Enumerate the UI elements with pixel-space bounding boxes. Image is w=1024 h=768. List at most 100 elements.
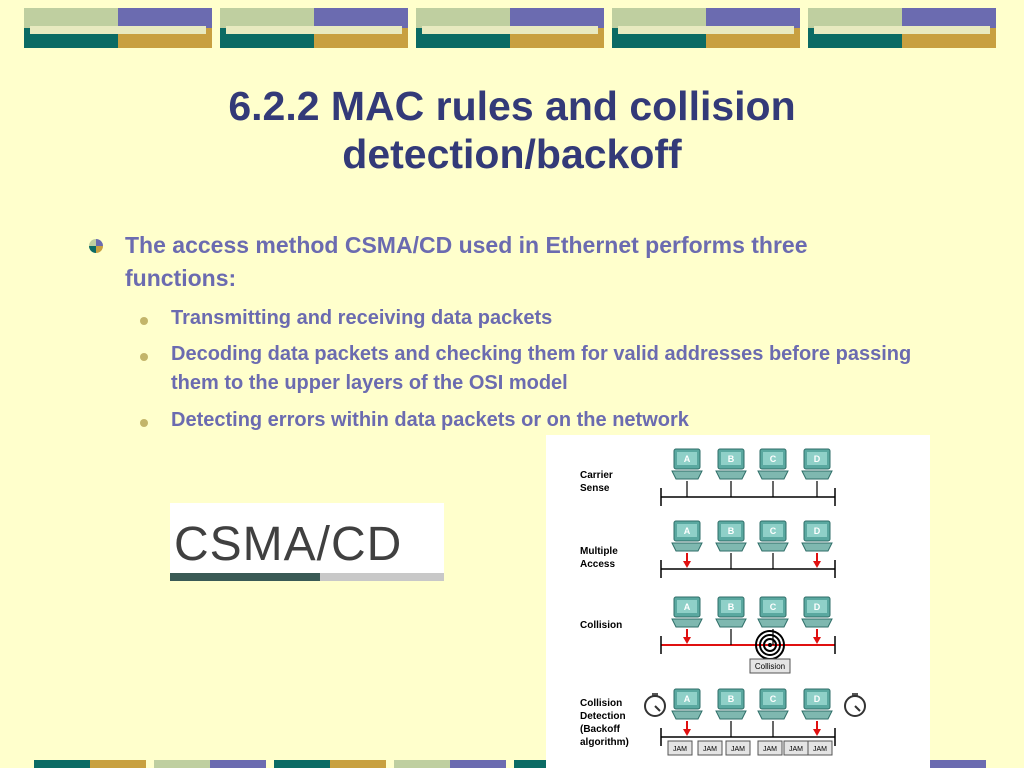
station-letter: B (728, 454, 735, 464)
computer-base-icon (757, 618, 789, 628)
logo-text: CSMA/CD (174, 518, 403, 571)
stage-label-line: Carrier (580, 470, 613, 481)
station-letter: D (814, 602, 821, 612)
band-segment (514, 760, 546, 768)
station-letter: B (728, 694, 735, 704)
jam-signal-box (757, 740, 783, 756)
computer-screen (807, 452, 827, 465)
computer-screen (721, 600, 741, 613)
stage-label-multiple-access: Multiple Access (580, 545, 618, 571)
computer-screen (677, 524, 697, 537)
stopwatch-hand (854, 705, 861, 712)
station-letter: C (770, 454, 777, 464)
stage-label-line: Access (580, 559, 616, 570)
computer-screen (763, 524, 783, 537)
station-letter: D (814, 454, 821, 464)
computer-screen (677, 600, 697, 613)
band-segment (34, 760, 90, 768)
jam-label: JAM (789, 746, 803, 753)
station-letter: A (684, 454, 691, 464)
computer-base-icon (715, 618, 747, 628)
stage-label-line: Collision (580, 620, 623, 631)
stopwatch-crown (852, 693, 858, 696)
computer-screen (807, 692, 827, 705)
station-letter: B (728, 602, 735, 612)
computer-base-icon (671, 710, 703, 720)
computer-base-icon (671, 542, 703, 552)
collision-burst-center (768, 643, 772, 647)
logo-underline (170, 573, 320, 581)
csma-cd-logo: CSMA/CD (170, 503, 444, 581)
transmit-arrowhead (683, 729, 691, 736)
slide-title-line-2: detection/backoff (342, 131, 682, 177)
computer-screen (677, 452, 697, 465)
computer-screen (721, 692, 741, 705)
station-letter: D (814, 526, 821, 536)
transmit-arrowhead (813, 561, 821, 568)
computer-screen (677, 692, 697, 705)
sub-bullet-1: Transmitting and receiving data packets (171, 307, 553, 329)
jam-signal-box (667, 740, 693, 756)
computer-base-icon (757, 542, 789, 552)
station-letter: A (684, 602, 691, 612)
jam-signal-box (725, 740, 751, 756)
station-letter: D (814, 694, 821, 704)
stopwatch-crown (652, 693, 658, 696)
computer-base-icon (757, 470, 789, 480)
band-segment (90, 760, 146, 768)
top-decorative-band (0, 8, 1024, 48)
station-letter: C (770, 526, 777, 536)
jam-label: JAM (813, 746, 827, 753)
csma-cd-diagram: Carrier Sense Multiple Access Collision … (546, 435, 930, 768)
stage-label-line: Multiple (580, 546, 618, 557)
collision-burst-ring (763, 638, 777, 652)
bullet-pie-icon (89, 239, 103, 253)
sub-bullet-3: Detecting errors within data packets or … (171, 409, 689, 431)
computer-base-icon (801, 542, 833, 552)
computer-base-icon (715, 470, 747, 480)
sub-bullet-dot (140, 419, 148, 427)
sub-bullet-dot (140, 353, 148, 361)
bottom-decorative-band (0, 760, 1024, 768)
collision-label: Collision (755, 662, 785, 671)
computer-base-icon (801, 710, 833, 720)
collision-burst-ring (759, 634, 781, 656)
slide-title: 6.2.2 MAC rules and collision detection/… (0, 82, 1024, 178)
sub-bullet-dot (140, 317, 148, 325)
transmit-arrowhead (683, 637, 691, 644)
computer-screen (763, 600, 783, 613)
sub-bullet-2: Decoding data packets and checking them … (171, 343, 912, 394)
band-tile (416, 8, 604, 48)
station-letter: A (684, 526, 691, 536)
station-letter: B (728, 526, 735, 536)
stopwatch-hand (654, 705, 661, 712)
jam-label: JAM (673, 746, 687, 753)
band-segment (274, 760, 330, 768)
computer-base-icon (671, 618, 703, 628)
station-letter: C (770, 694, 777, 704)
band-tile (612, 8, 800, 48)
collision-label-box (749, 658, 791, 674)
stage-label-line: algorithm) (580, 737, 629, 748)
computer-base-icon (801, 618, 833, 628)
jam-signal-box (697, 740, 723, 756)
band-tile (24, 8, 212, 48)
main-bullet-text: The access method CSMA/CD used in Ethern… (125, 232, 808, 291)
transmit-arrowhead (813, 637, 821, 644)
computer-screen (763, 452, 783, 465)
band-tile (220, 8, 408, 48)
stage-label-carrier-sense: Carrier Sense (580, 469, 613, 495)
jam-signal-box (807, 740, 833, 756)
band-segment (154, 760, 210, 768)
jam-label: JAM (731, 746, 745, 753)
computer-base-icon (671, 470, 703, 480)
band-segment (210, 760, 266, 768)
slide-title-line-1: 6.2.2 MAC rules and collision (228, 83, 796, 129)
computer-screen (721, 524, 741, 537)
transmit-arrowhead (683, 561, 691, 568)
jam-label: JAM (703, 746, 717, 753)
stage-label-line: Collision (580, 698, 623, 709)
band-segment (450, 760, 506, 768)
jam-label: JAM (763, 746, 777, 753)
